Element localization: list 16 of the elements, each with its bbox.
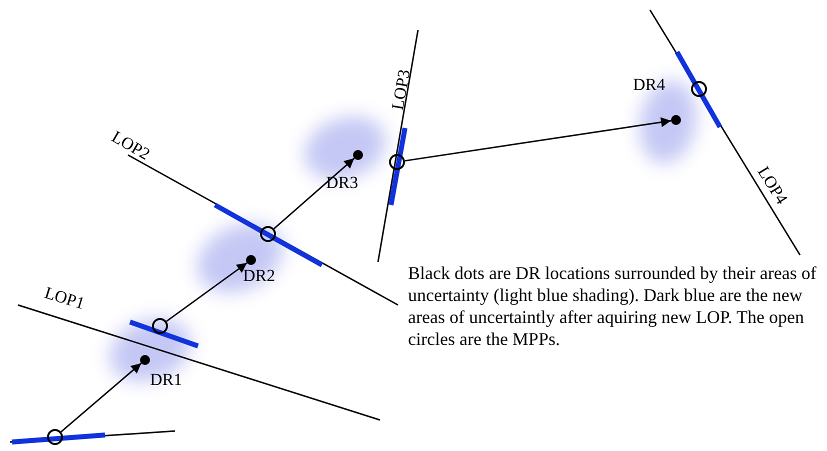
- lop-label: LOP1: [42, 283, 87, 314]
- most-probable-position-circle: [47, 429, 63, 445]
- most-probable-position-circle: [152, 318, 168, 334]
- dr-label: DR4: [633, 75, 666, 95]
- most-probable-position-circle: [260, 226, 276, 242]
- arrow: [274, 158, 355, 230]
- dr-label: DR2: [243, 266, 276, 286]
- most-probable-position-circle: [389, 154, 405, 170]
- arrow: [60, 362, 142, 432]
- lop-label: LOP3: [388, 68, 415, 112]
- arrow: [404, 117, 672, 162]
- explanation-note: Black dots are DR locations surrounded by their areas of uncertainty (light blue shading). Dark blue are the new areas of uncertaintly after aquiring new LOP. The open circles are the MPPs.: [408, 262, 818, 350]
- dr-label: DR3: [326, 173, 358, 193]
- arrow: [166, 262, 248, 322]
- dr-label: DR1: [150, 370, 182, 390]
- most-probable-position-circle: [691, 81, 707, 97]
